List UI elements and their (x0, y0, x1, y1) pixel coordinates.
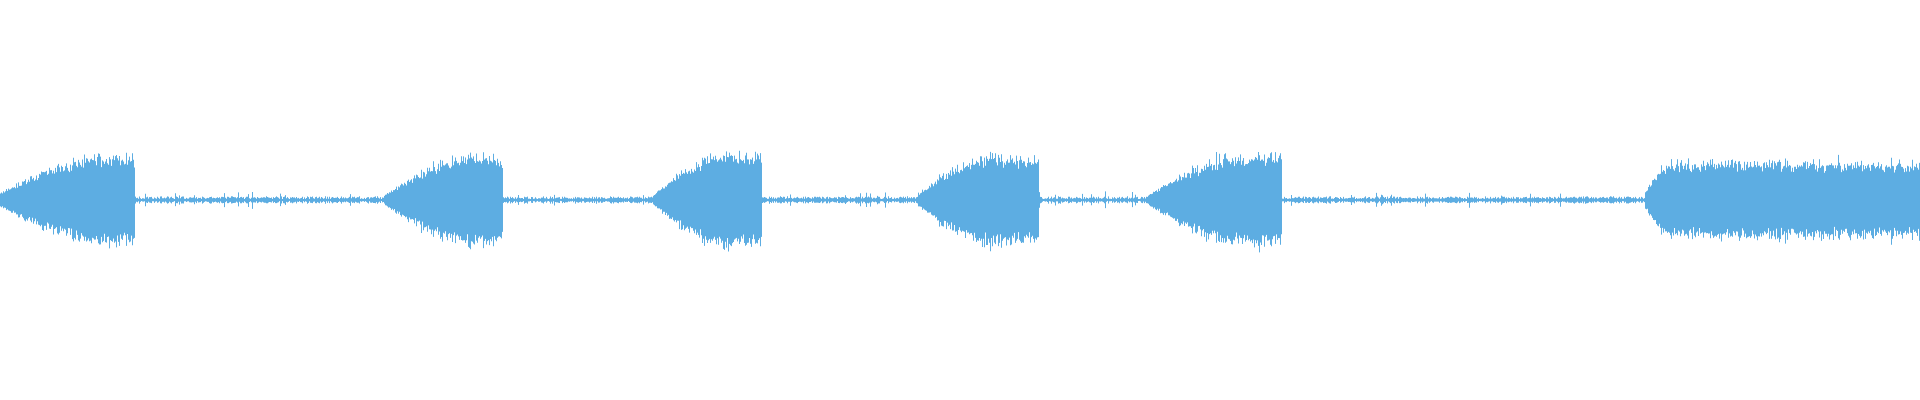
waveform-signal (0, 150, 1920, 253)
